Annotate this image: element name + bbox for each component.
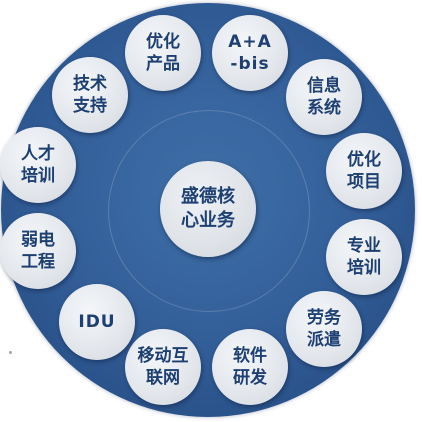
center-node-core-business: 盛德核 心业务 [160, 161, 256, 257]
node-professional-training: 专业 培训 [326, 219, 402, 295]
small-dot [9, 351, 12, 354]
node-mobile-internet: 移动互 联网 [125, 329, 201, 405]
node-weak-current-engineering: 弱电 工程 [0, 213, 76, 289]
node-optimization-projects: 优化 项目 [326, 133, 402, 209]
node-labor-dispatch: 劳务 派遣 [286, 291, 362, 367]
node-software-development: 软件 研发 [212, 329, 288, 405]
node-technical-support: 技术 支持 [52, 57, 128, 133]
node-idu: IDU [59, 284, 135, 360]
inner-ring [108, 110, 310, 312]
node-information-systems: 信息 系统 [286, 59, 362, 135]
node-a-plus-a-bis: A+A -bis [212, 15, 288, 91]
node-talent-training: 人才 培训 [0, 127, 76, 203]
node-optimization-products: 优化 产品 [125, 15, 201, 91]
